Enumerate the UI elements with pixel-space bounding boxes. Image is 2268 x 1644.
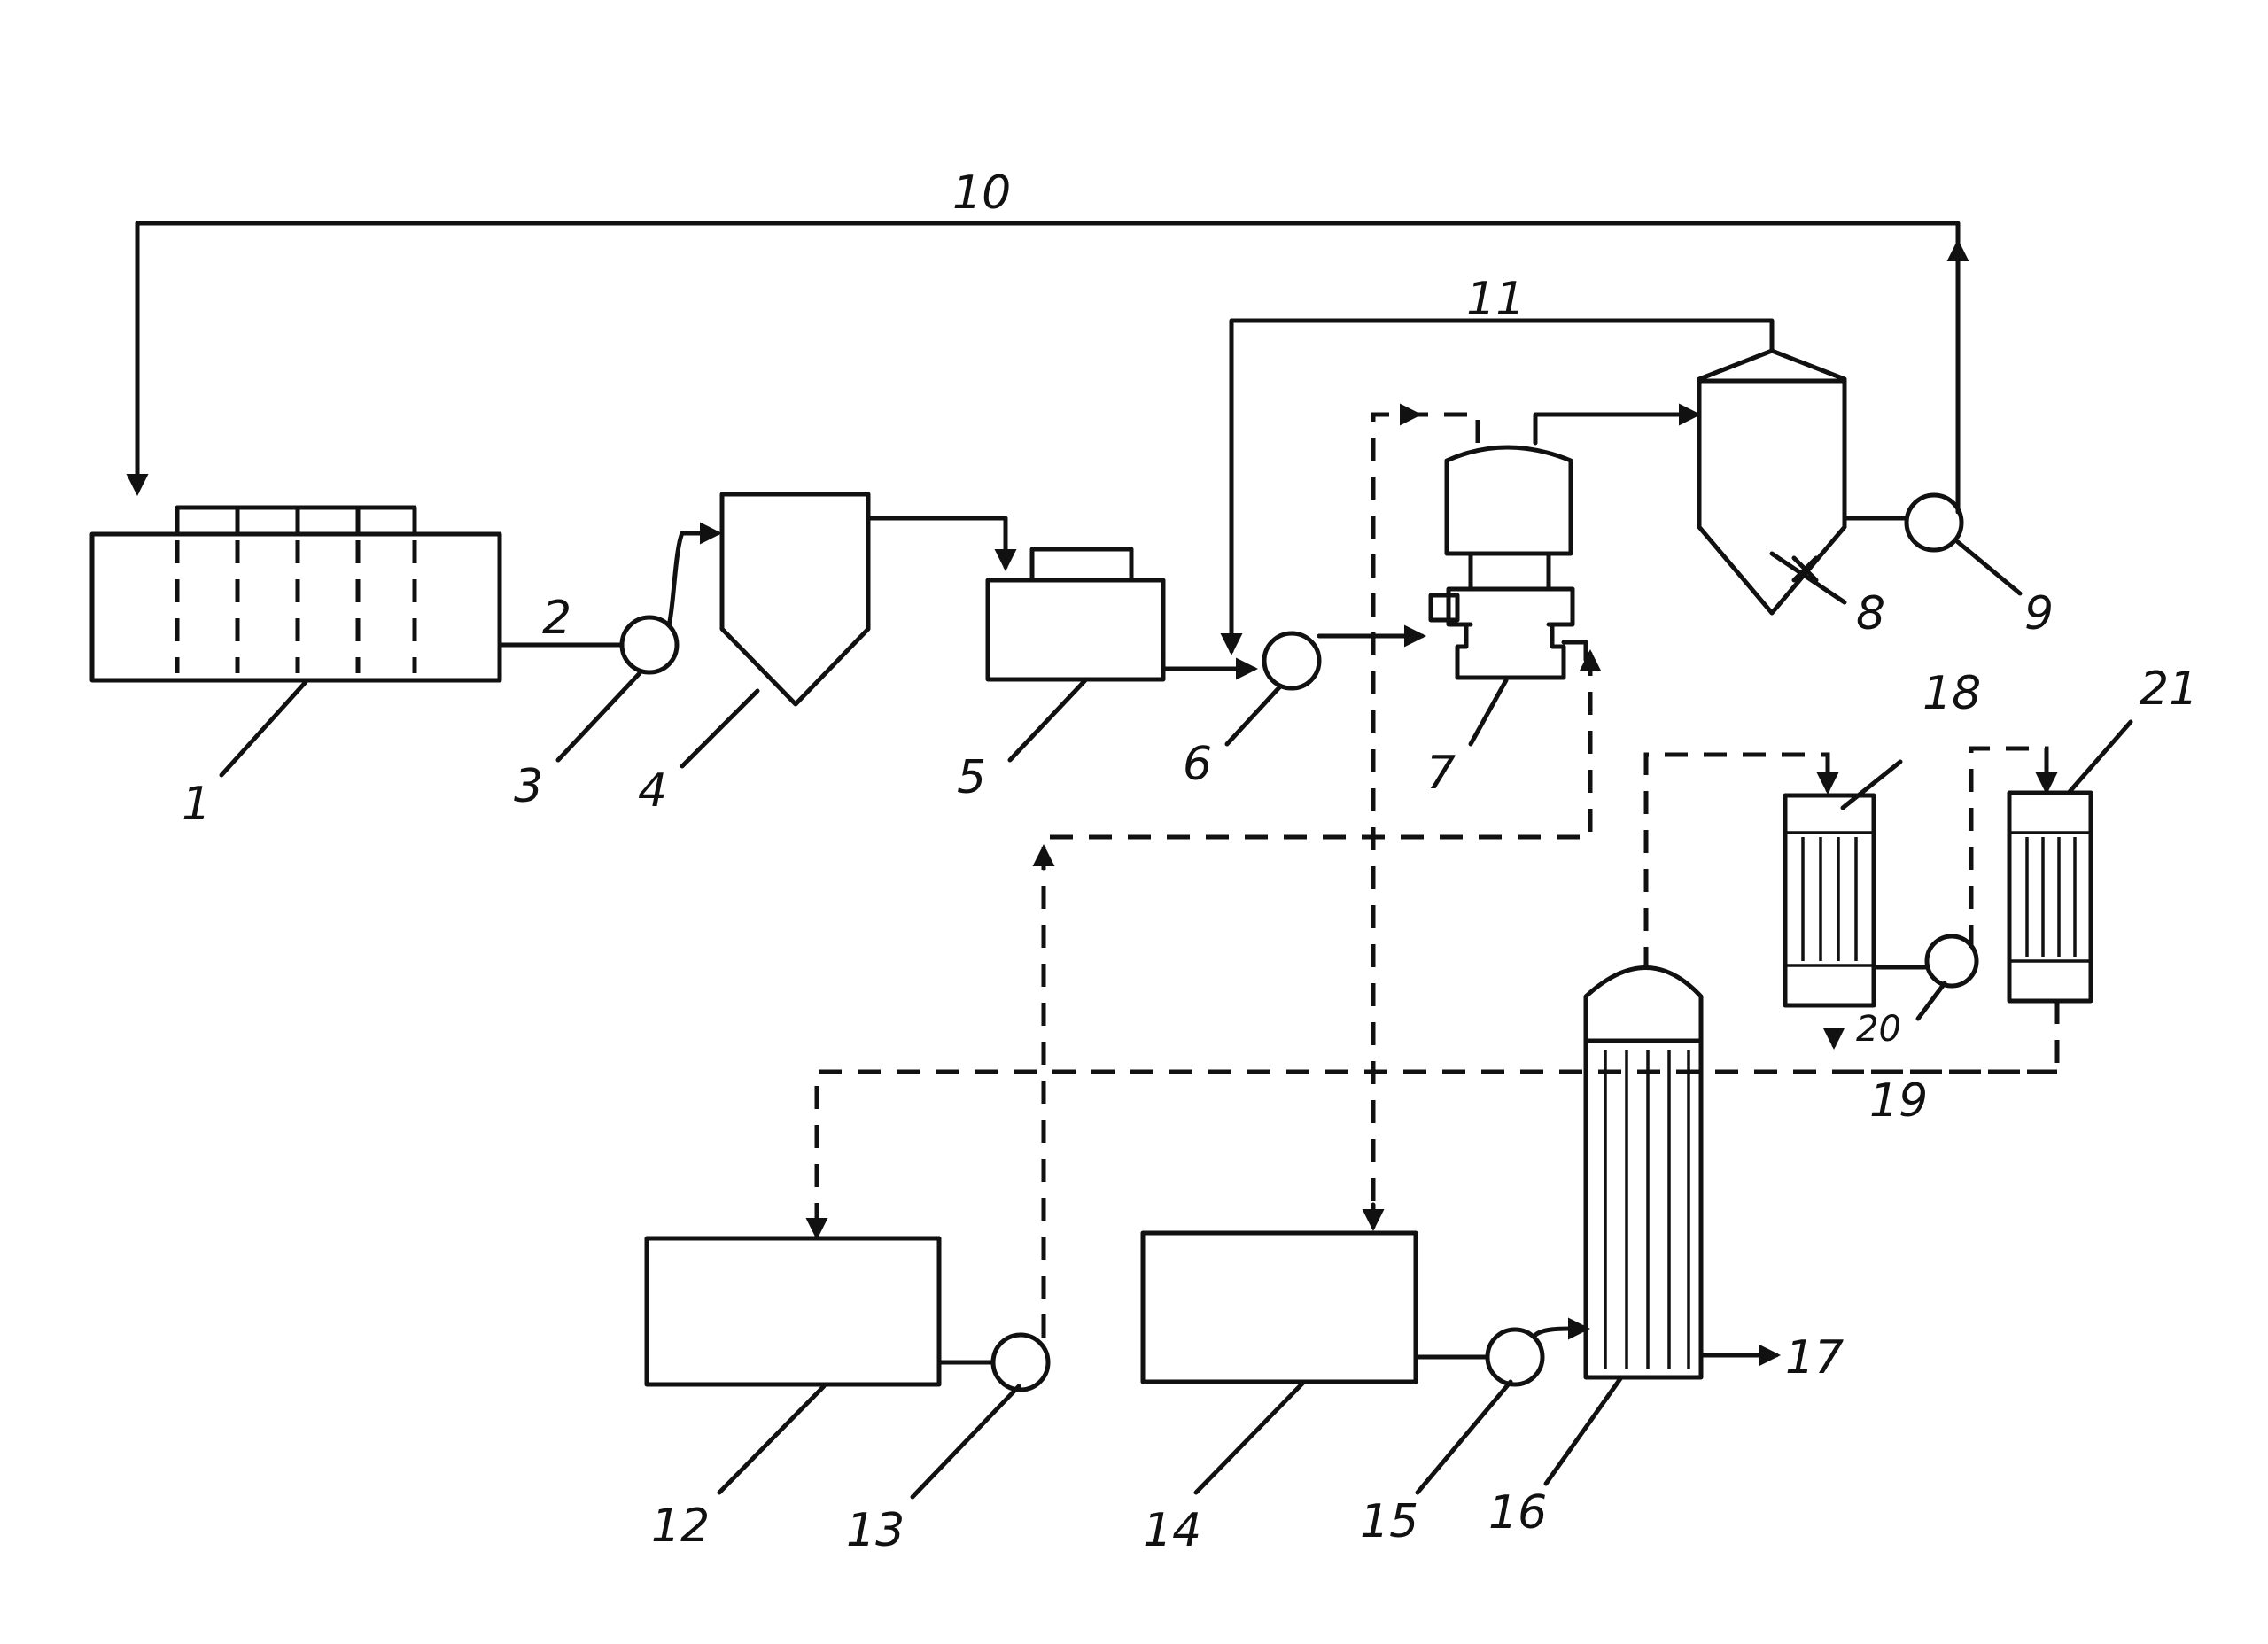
- label-13: 13: [846, 1504, 905, 1557]
- label-16: 16: [1488, 1486, 1547, 1539]
- label-6: 6: [1183, 738, 1212, 791]
- label-11: 11: [1466, 273, 1525, 326]
- column-18: [1783, 793, 1876, 1008]
- vessel-8: [1697, 348, 1847, 616]
- label-10: 10: [952, 167, 1011, 220]
- label-20: 20: [1856, 1009, 1901, 1050]
- pump-6: [1262, 631, 1322, 691]
- dashed-loop-7-14: [1371, 412, 1480, 1212]
- line-11: [1220, 318, 1775, 655]
- label-18: 18: [1922, 667, 1981, 720]
- label-15: 15: [1360, 1495, 1418, 1548]
- label-12: 12: [651, 1500, 710, 1553]
- line-10: [126, 221, 1961, 515]
- label-17: 17: [1785, 1331, 1844, 1384]
- label-21: 21: [2140, 663, 2198, 716]
- dashed-line-13-7: [1041, 660, 1593, 1338]
- tank-14: [1140, 1230, 1418, 1384]
- label-19: 19: [1869, 1074, 1928, 1128]
- column-21: [2007, 790, 2093, 1004]
- pump-20: [1924, 934, 1979, 989]
- unit-5: [985, 547, 1166, 682]
- pump-13: [990, 1332, 1051, 1392]
- pump-9: [1904, 492, 1964, 553]
- pump-15: [1485, 1327, 1545, 1387]
- hopper-4: [719, 492, 871, 707]
- label-1: 1: [182, 778, 211, 831]
- label-7: 7: [1426, 747, 1456, 800]
- label-9: 9: [2024, 587, 2054, 640]
- label-14: 14: [1143, 1504, 1201, 1557]
- label-8: 8: [1856, 587, 1885, 640]
- tank-12: [644, 1236, 942, 1387]
- tank-1: [89, 505, 502, 683]
- label-3: 3: [514, 760, 543, 813]
- dashed-line-20-21: [1969, 746, 2049, 948]
- centrifuge-7: [1428, 445, 1588, 680]
- label-4: 4: [638, 764, 667, 818]
- dashed-line-16-18: [1643, 752, 1830, 970]
- label-2: 2: [542, 592, 571, 645]
- label-5: 5: [957, 751, 986, 804]
- pump-3: [619, 615, 680, 675]
- column-16: [1583, 965, 1704, 1380]
